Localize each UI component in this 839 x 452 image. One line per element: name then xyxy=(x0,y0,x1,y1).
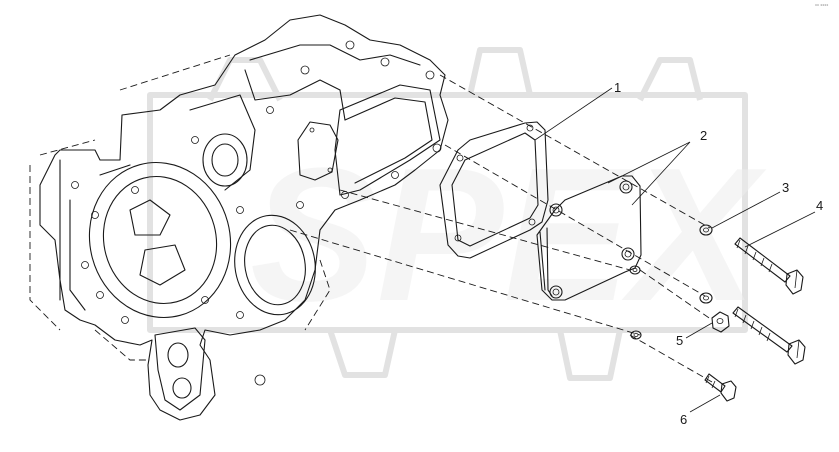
washers-part-3 xyxy=(699,224,713,304)
callout-1: 1 xyxy=(614,80,621,95)
short-bolt xyxy=(704,373,737,402)
callout-4: 4 xyxy=(816,198,823,213)
long-bolt-lower xyxy=(732,306,806,365)
callout-6: 6 xyxy=(680,412,687,427)
leader-lines xyxy=(534,87,816,413)
callout-3: 3 xyxy=(782,180,789,195)
small-washers xyxy=(629,265,642,340)
callout-2: 2 xyxy=(700,128,707,143)
long-bolt-upper xyxy=(734,237,804,295)
timing-housing xyxy=(29,14,449,421)
callout-5: 5 xyxy=(676,333,683,348)
nut xyxy=(711,311,730,333)
spex-watermark: SPEX xyxy=(147,47,767,381)
watermark-text: SPEX xyxy=(250,129,767,341)
corner-mark: °° °°°° xyxy=(815,4,828,10)
callout-labels: 1 2 3 4 5 6 xyxy=(614,80,823,427)
gasket xyxy=(439,121,549,259)
cover-bolt-bosses xyxy=(549,180,635,299)
assembly-lines xyxy=(289,74,713,383)
housing-bolt-holes xyxy=(71,40,442,386)
